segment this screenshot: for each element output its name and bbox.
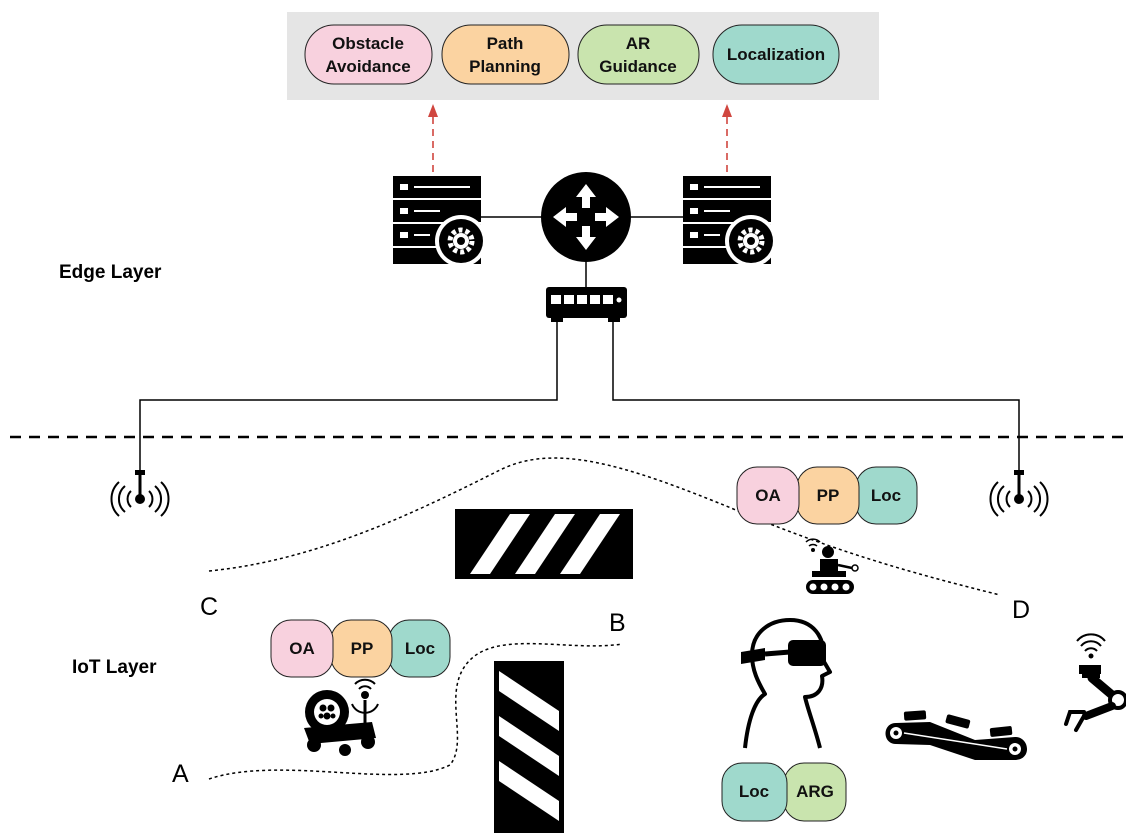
service-obstacle-avoidance-line1: Obstacle	[332, 34, 404, 53]
tracked-task-oa	[736, 466, 800, 525]
tracked-robot-icon	[805, 538, 859, 594]
service-ar-guidance-line1: AR	[626, 34, 651, 53]
service-obstacle-avoidance-line2: Avoidance	[325, 57, 410, 76]
link-switch-ap-left	[139, 320, 558, 470]
point-a-label: A	[172, 760, 189, 788]
rover-task-pp-label: PP	[351, 639, 374, 658]
service-localization-line1: Localization	[727, 45, 825, 64]
conveyor-belt-icon	[885, 710, 1028, 760]
access-point-left-icon	[110, 470, 170, 517]
service-path-planning-line1: Path	[487, 34, 524, 53]
service-localization: Localization	[712, 24, 840, 85]
path-c-to-d	[208, 457, 1001, 596]
rover-task-group: OA PP Loc	[270, 619, 451, 678]
iot-layer-label: IoT Layer	[72, 657, 157, 678]
path-a-to-b	[208, 642, 623, 780]
service-path-planning: Path Planning	[441, 24, 570, 85]
human-task-loc	[721, 762, 788, 822]
service-ar-guidance-line2: Guidance	[599, 57, 676, 76]
point-c-label: C	[200, 593, 218, 621]
rover-task-loc-label: Loc	[405, 639, 435, 658]
edge-server-right-icon	[683, 176, 777, 267]
rover-task-oa-label: OA	[289, 639, 315, 658]
service-arrow-left	[428, 104, 438, 172]
service-obstacle-avoidance: Obstacle Avoidance	[304, 24, 433, 85]
human-task-loc-label: Loc	[739, 782, 769, 801]
obstacle-barrier-horizontal	[455, 509, 633, 579]
service-arrow-right	[722, 104, 732, 172]
human-task-group: Loc ARG	[721, 762, 847, 822]
rover-robot-icon	[304, 678, 379, 756]
edge-server-left-icon	[393, 176, 487, 267]
link-switch-ap-right	[612, 320, 1020, 470]
point-d-label: D	[1012, 596, 1030, 624]
point-b-label: B	[609, 609, 626, 637]
network-switch-icon	[546, 287, 627, 322]
rover-task-oa	[270, 619, 334, 678]
access-point-right-icon	[989, 470, 1049, 517]
obstacle-barrier-vertical	[494, 661, 564, 833]
router-icon	[541, 172, 631, 262]
edge-layer-label: Edge Layer	[59, 262, 162, 283]
human-ar-headset-icon	[741, 618, 832, 749]
robotic-arm-icon	[1064, 633, 1126, 732]
service-path-planning-line2: Planning	[469, 57, 541, 76]
tracked-task-oa-label: OA	[755, 486, 781, 505]
service-ar-guidance: AR Guidance	[577, 24, 700, 85]
tracked-robot-task-group: OA PP Loc	[736, 466, 918, 525]
human-task-arg-label: ARG	[796, 782, 834, 801]
tracked-task-pp-label: PP	[817, 486, 840, 505]
tracked-task-loc-label: Loc	[871, 486, 901, 505]
